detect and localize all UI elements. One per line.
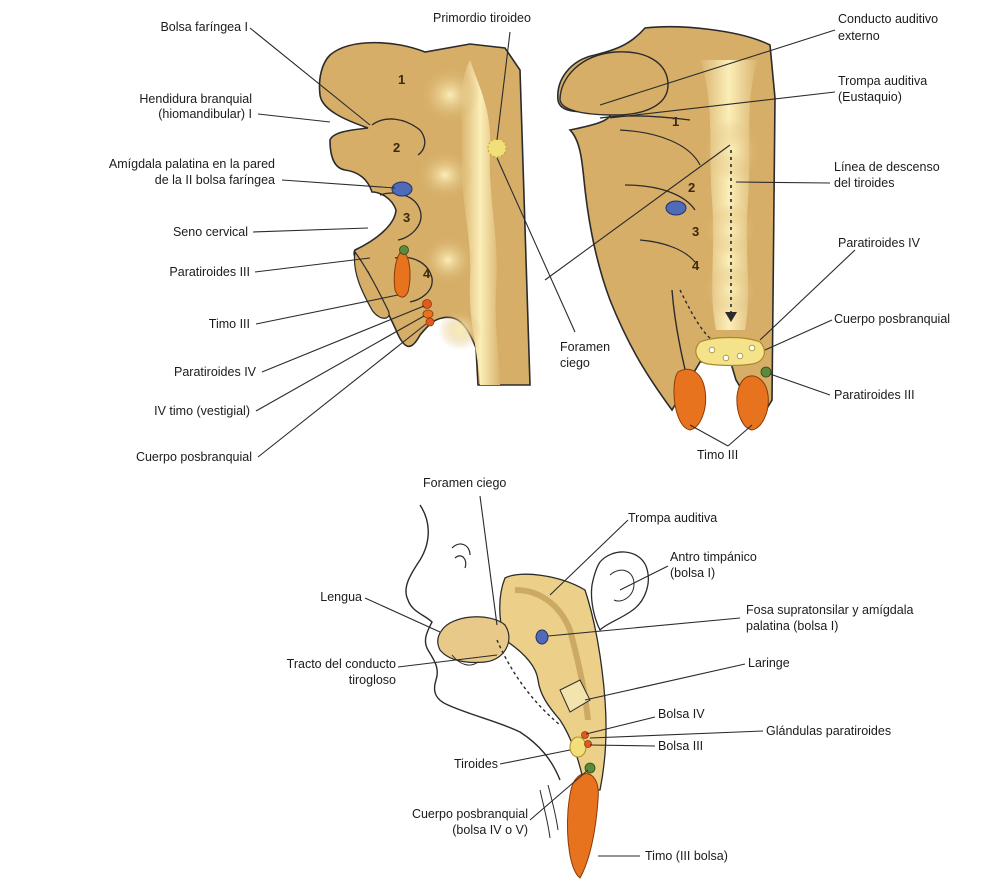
thyroid-primordium bbox=[488, 139, 506, 157]
palatine-tonsil bbox=[536, 630, 548, 644]
leader-foramen-ciego-b bbox=[480, 496, 497, 625]
label-antro-line1: Antro timpánico bbox=[670, 550, 757, 565]
label-timo-iii-bolsa: Timo (III bolsa) bbox=[645, 849, 728, 864]
neck-lines bbox=[540, 785, 558, 838]
label-lengua: Lengua bbox=[320, 590, 362, 605]
label-cuerpo-posbranquial-left: Cuerpo posbranquial bbox=[136, 450, 252, 465]
label-cuerpo-line2: (bolsa IV o V) bbox=[452, 823, 528, 838]
left-panel-pharynx bbox=[319, 43, 530, 385]
label-conducto-line1: Conducto auditivo bbox=[838, 12, 938, 27]
leader-glandulas bbox=[590, 731, 763, 738]
right-parathyroid-3 bbox=[761, 367, 771, 377]
label-cuerpo-line1: Cuerpo posbranquial bbox=[412, 807, 528, 822]
label-timo-4: IV timo (vestigial) bbox=[154, 404, 250, 419]
leader-paratiroides-3-r bbox=[770, 374, 830, 395]
label-hendidura-line2: (hiomandibular) I bbox=[158, 107, 252, 122]
label-antro-line2: (bolsa I) bbox=[670, 566, 715, 581]
label-amigdala-line2: de la II bolsa faríngea bbox=[155, 173, 275, 188]
label-paratiroides-4: Paratiroides IV bbox=[174, 365, 256, 380]
label-foramen-line1: Foramen bbox=[560, 340, 610, 355]
left-pouch-number-3: 3 bbox=[403, 210, 410, 225]
right-panel-pharynx bbox=[558, 27, 775, 430]
left-glow-2 bbox=[417, 151, 473, 199]
label-paratiroides-3: Paratiroides III bbox=[169, 265, 250, 280]
left-pouch-number-1: 1 bbox=[398, 72, 405, 87]
label-fosa-line2: palatina (bolsa I) bbox=[746, 619, 838, 634]
left-postbranchial bbox=[426, 318, 434, 326]
leader-paratiroides-3 bbox=[255, 258, 370, 272]
thyroid-sagittal bbox=[570, 737, 586, 757]
label-cuerpo-posbranquial-right: Cuerpo posbranquial bbox=[834, 312, 950, 327]
right-external-ear bbox=[560, 52, 668, 115]
parathyroid-lower bbox=[585, 741, 592, 748]
label-paratiroides-4-right: Paratiroides IV bbox=[838, 236, 920, 251]
label-bolsa-faringea-1: Bolsa faríngea I bbox=[160, 20, 248, 35]
label-hendidura-line1: Hendidura branquial bbox=[139, 92, 252, 107]
right-thyroid bbox=[696, 338, 765, 366]
right-glow-2 bbox=[704, 204, 756, 256]
label-timo-3-right: Timo III bbox=[697, 448, 738, 463]
thyroid-dot-2 bbox=[723, 355, 729, 361]
left-thymus-4 bbox=[423, 310, 433, 318]
label-tracto-line2: tirogloso bbox=[349, 673, 396, 688]
label-foramen-line2: ciego bbox=[560, 356, 590, 371]
thyroid-dot-3 bbox=[737, 353, 743, 359]
label-tiroides: Tiroides bbox=[454, 757, 498, 772]
label-trompa-auditiva: Trompa auditiva bbox=[628, 511, 717, 526]
leader-seno-cervical bbox=[253, 228, 368, 232]
label-conducto-line2: externo bbox=[838, 29, 880, 44]
thymus-sagittal bbox=[568, 774, 599, 878]
right-thymus-3-right bbox=[737, 376, 768, 430]
right-tonsil bbox=[666, 201, 686, 215]
left-parathyroid-4 bbox=[423, 300, 432, 309]
leader-timo-3-a bbox=[690, 425, 728, 446]
right-glow-3 bbox=[704, 264, 756, 316]
right-pouch-number-1: 1 bbox=[672, 114, 679, 129]
thyroid-dot-1 bbox=[709, 347, 715, 353]
right-pouch-number-4: 4 bbox=[692, 258, 699, 273]
leader-tiroides bbox=[500, 750, 570, 764]
leader-hendidura bbox=[258, 114, 330, 122]
label-laringe: Laringe bbox=[748, 656, 790, 671]
parathyroid-upper bbox=[582, 732, 589, 739]
left-pouch-number-2: 2 bbox=[393, 140, 400, 155]
label-glandulas-paratiroides: Glándulas paratiroides bbox=[766, 724, 891, 739]
label-primordio-tiroideo: Primordio tiroideo bbox=[433, 11, 531, 26]
label-paratiroides-3-right: Paratiroides III bbox=[834, 388, 915, 403]
right-pouch-number-2: 2 bbox=[688, 180, 695, 195]
label-linea-line2: del tiroides bbox=[834, 176, 894, 191]
right-thymus-3-left bbox=[674, 369, 706, 430]
left-tonsil bbox=[392, 182, 412, 196]
ear bbox=[591, 552, 648, 630]
label-tracto-line1: Tracto del conducto bbox=[287, 657, 396, 672]
label-trompa-line1: Trompa auditiva bbox=[838, 74, 927, 89]
right-glow-1 bbox=[704, 120, 760, 180]
leader-cuerpo-posbranquial bbox=[258, 324, 426, 457]
label-foramen-ciego: Foramen ciego bbox=[423, 476, 506, 491]
label-bolsa-iii: Bolsa III bbox=[658, 739, 703, 754]
leader-laringe bbox=[585, 664, 745, 700]
label-timo-3: Timo III bbox=[209, 317, 250, 332]
thyroid-dot-4 bbox=[749, 345, 755, 351]
leader-cuerpo-r bbox=[765, 320, 832, 350]
eye-sketch bbox=[452, 544, 470, 568]
right-pouch-number-3: 3 bbox=[692, 224, 699, 239]
left-parathyroid-3 bbox=[400, 246, 409, 255]
left-glow-4 bbox=[438, 310, 482, 350]
label-bolsa-iv: Bolsa IV bbox=[658, 707, 705, 722]
left-pouch-number-4: 4 bbox=[423, 266, 430, 281]
left-glow-1 bbox=[420, 67, 480, 123]
label-seno-cervical: Seno cervical bbox=[173, 225, 248, 240]
leader-lengua bbox=[365, 598, 440, 632]
label-linea-line1: Línea de descenso bbox=[834, 160, 940, 175]
label-trompa-line2: (Eustaquio) bbox=[838, 90, 902, 105]
tongue bbox=[438, 617, 509, 663]
leader-timo-4 bbox=[256, 316, 424, 411]
leader-timo-3-b bbox=[728, 425, 752, 446]
label-fosa-line1: Fosa supratonsilar y amígdala bbox=[746, 603, 913, 618]
label-amigdala-line1: Amígdala palatina en la pared bbox=[109, 157, 275, 172]
